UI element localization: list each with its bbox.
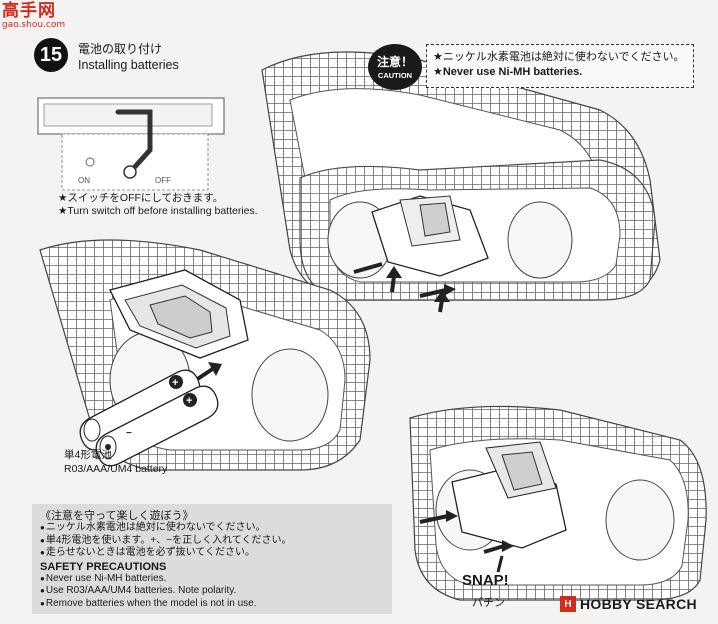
switch-notes: ★スイッチをOFFにしておきます。 ★Turn switch off befor… xyxy=(58,192,258,218)
battery-plus-1: + xyxy=(172,377,178,389)
safety-title-jp: 《注意を守って楽しく遊ぼう》 xyxy=(40,510,194,522)
caution-badge-en: CAUTION xyxy=(377,71,413,80)
battery-label: 単4形電池 R03/AAA/UM4 battery xyxy=(64,448,167,476)
step-title-en: Installing batteries xyxy=(78,58,179,72)
hobby-search-watermark: H HOBBY SEARCH xyxy=(560,594,697,614)
caution-badge: 注意！ CAUTION xyxy=(368,44,422,90)
safety-en-item: Use R03/AAA/UM4 batteries. Note polarity… xyxy=(40,585,384,597)
safety-title-en: SAFETY PRECAUTIONS xyxy=(40,560,167,573)
safety-jp-item: ニッケル水素電池は絶対に使わないでください。 xyxy=(40,522,384,534)
caution-line-en: ★Never use Ni-MH batteries. xyxy=(433,66,583,78)
hobby-search-logo-icon: H xyxy=(560,596,576,612)
switch-on-text: ON xyxy=(78,176,90,185)
caution-badge-jp: 注意！ xyxy=(376,55,413,69)
chassis-top-right xyxy=(261,51,661,313)
safety-jp-item: 単4形電池を使います。+、−を正しく入れてください。 xyxy=(40,535,384,547)
battery-minus: − xyxy=(126,428,132,439)
step-title-jp: 電池の取り付け xyxy=(78,42,163,56)
watermark-top: 高手网 gao.shou.com xyxy=(2,2,84,36)
aaa-batteries: + + − xyxy=(79,369,219,467)
battery-plus-2: + xyxy=(186,395,192,407)
safety-en-item: Remove batteries when the model is not i… xyxy=(40,598,384,610)
watermark-logo: 高手网 xyxy=(2,1,56,21)
caution-box: ★ニッケル水素電池は絶対に使わないでください。 ★Never use Ni-MH… xyxy=(426,44,694,88)
step-number-badge: 15 xyxy=(34,38,68,72)
battery-label-en: R03/AAA/UM4 battery xyxy=(64,463,168,475)
hobby-search-text: HOBBY SEARCH xyxy=(580,596,697,612)
switch-note-jp: ★スイッチをOFFにしておきます。 xyxy=(58,192,224,204)
battery-label-jp: 単4形電池 xyxy=(64,449,112,461)
chassis-middle-left: + + − xyxy=(39,239,371,471)
snap-label-jp: パチン xyxy=(472,597,505,609)
chassis-bottom-right xyxy=(409,405,707,601)
safety-en-item: Never use Ni-MH batteries. xyxy=(40,573,384,585)
watermark-url: gao.shou.com xyxy=(2,20,66,30)
snap-label-en: SNAP! xyxy=(462,572,509,589)
safety-jp-item: 走らせないときは電池を必ず抜いてください。 xyxy=(40,547,384,559)
caution-line-jp: ★ニッケル水素電池は絶対に使わないでください。 xyxy=(433,51,685,63)
switch-note-en: ★Turn switch off before installing batte… xyxy=(58,205,258,217)
step-number: 15 xyxy=(39,43,63,66)
switch-off-text: OFF xyxy=(155,176,171,185)
safety-precautions-box: 《注意を守って楽しく遊ぼう》 ニッケル水素電池は絶対に使わないでください。 単4… xyxy=(32,504,392,614)
switch-illustration: ON OFF xyxy=(37,97,225,191)
